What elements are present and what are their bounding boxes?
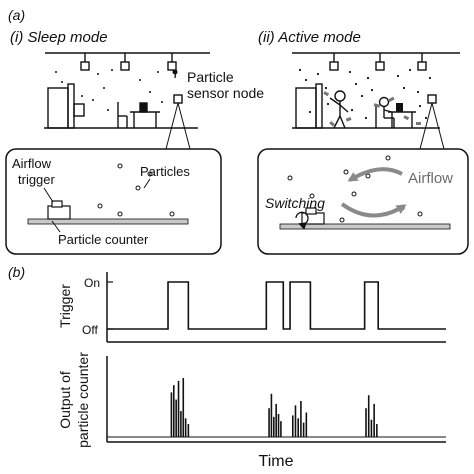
active-monitor [396,103,403,112]
sleep-particle-counter-device [47,205,71,220]
counter-bars [170,377,378,437]
active-room-particles [298,68,432,120]
active-zoom-lines [419,102,445,150]
sleep-zoom-lines [165,102,191,150]
active-room-scene [292,52,460,129]
sleep-room-particles [55,69,163,111]
airflow-arrow-upper [347,167,403,182]
panel-a-label: (a) [8,7,25,23]
active-switch-arrow [295,211,309,230]
sensor-node-pointer-dot [172,69,178,75]
trigger-ylabel: Trigger [57,284,73,328]
sleep-trigger-pointer [43,187,54,203]
time-xlabel: Time [259,453,294,470]
counter-ylabel-line1: Output of [57,371,73,429]
sensor-node-label-line1: Particle [187,69,234,85]
sensor-node-label-line2: sensor node [187,85,264,101]
airflow-label: Airflow [408,170,453,187]
trigger-on-label: On [84,276,100,290]
sleep-airflow-trigger-label-line1: Airflow [12,156,52,171]
sleep-callout-floor [27,218,189,225]
sleep-mode-title: (i) Sleep mode [10,29,108,46]
active-particle-counter-device [301,212,325,225]
sleep-callout-box [5,148,222,255]
sleep-particles-label: Particles [140,164,190,179]
switching-label: Switching [265,195,325,211]
sleep-airflow-trigger-label-line2: trigger [18,172,56,187]
sleep-particles-pointer [143,178,151,189]
sleep-callout-particles [97,163,175,217]
active-airflow-trigger-device [305,207,317,215]
sleep-room-scene [44,52,210,129]
sleep-particle-counter-label: Particle counter [58,232,149,247]
sleep-counter-pointer [51,220,61,233]
active-room-debris [323,91,421,127]
active-mode-title: (ii) Active mode [258,29,361,46]
panel-b-label: (b) [8,264,25,280]
counter-plot: Output of particle counter [57,352,446,448]
active-callout-floor [279,223,451,230]
trigger-off-label: Off [82,323,98,337]
active-callout-particles [287,155,423,223]
counter-ylabel-line2: particle counter [75,352,91,448]
sleep-airflow-trigger-device [51,200,63,208]
trigger-signal-line [107,281,446,330]
trigger-plot: On Off Trigger [57,272,446,343]
airflow-arrow-lower [340,202,407,218]
